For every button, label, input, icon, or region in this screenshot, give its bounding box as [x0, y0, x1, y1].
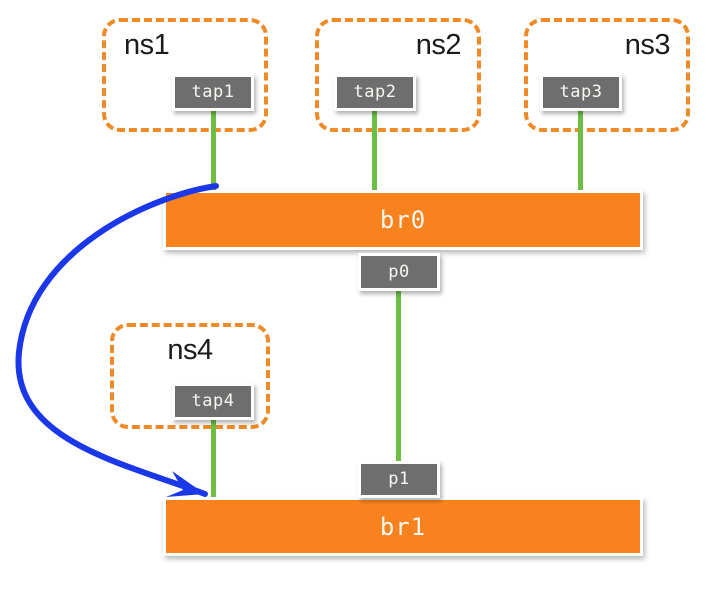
bridge-br0[interactable]: br0	[163, 190, 643, 250]
bridge-label-br1: br1	[379, 512, 427, 541]
link-tap3-br0	[578, 108, 583, 192]
namespace-box-ns3[interactable]: ns3	[524, 18, 690, 132]
interface-tap2[interactable]: tap2	[334, 74, 416, 111]
interface-label-tap1: tap1	[191, 82, 235, 102]
bridge-br1[interactable]: br1	[163, 497, 643, 556]
interface-tap1[interactable]: tap1	[172, 74, 254, 111]
namespace-box-ns2[interactable]: ns2	[315, 18, 481, 132]
interface-label-p0: p0	[388, 261, 410, 282]
bridge-label-br0: br0	[379, 206, 427, 234]
link-p0-p1	[396, 288, 401, 464]
interface-label-tap3: tap3	[559, 82, 603, 102]
interface-label-tap2: tap2	[353, 82, 397, 102]
interface-tap3[interactable]: tap3	[540, 74, 622, 111]
link-tap4-br1	[211, 417, 216, 499]
namespace-label-ns4: ns4	[167, 334, 213, 366]
interface-p1[interactable]: p1	[358, 461, 440, 498]
namespace-label-ns1: ns1	[124, 29, 170, 61]
routed-arrow-head	[166, 471, 205, 497]
interface-tap4[interactable]: tap4	[172, 383, 254, 420]
interface-p0[interactable]: p0	[358, 253, 440, 291]
namespace-box-ns1[interactable]: ns1	[102, 18, 268, 132]
link-tap1-br0	[211, 108, 216, 192]
link-tap2-br0	[372, 108, 377, 192]
namespace-label-ns2: ns2	[415, 29, 462, 61]
interface-label-tap4: tap4	[191, 391, 235, 411]
interface-label-p1: p1	[388, 469, 410, 489]
namespace-label-ns3: ns3	[624, 29, 671, 61]
